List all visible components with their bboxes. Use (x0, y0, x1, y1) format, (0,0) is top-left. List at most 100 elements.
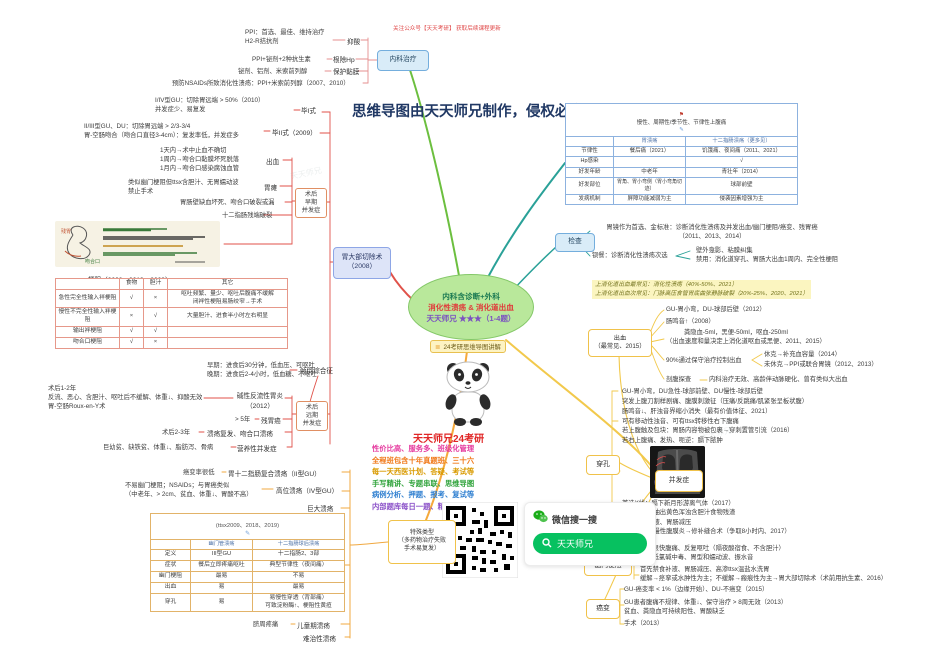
late-complications-box[interactable]: 术后 远期 并发症 (296, 401, 328, 431)
hp-eradication-detail: PPI+铋剂+2种抗生素 (252, 56, 311, 63)
node-cancerization[interactable]: 癌变 (586, 599, 620, 619)
course-tag: ≣ 24考研思维导图讲解 (430, 340, 506, 353)
compound-ulcer-label: 胃十二指肠复合溃疡（II型GU） (228, 471, 321, 478)
refractory-ulcer-label: 难治性溃疡 (303, 636, 336, 643)
compound-ulcer-text: 癌变率很低 (183, 469, 215, 476)
reflux-gastritis-label: 碱性反流性胃炎 （2012） (236, 393, 284, 410)
table-row: 食物 胆汁 其它 (55, 278, 288, 290)
table-row: 出血易最易 (150, 581, 346, 594)
panda-mascot (438, 360, 498, 433)
clinical-table-title: ⚑ 慢性、周期性/季节性、节律性上腹痛 ✎ (564, 103, 799, 137)
blood-volume-note: （出血速度和量决定上消化道呕血或黑便、2011、2015） (666, 338, 826, 345)
promo-line: 病例分析、押题、报考、复试等 (372, 490, 475, 499)
perforation-site-text: GU-胃小弯，DU急性-球部前壁、DU慢性-球部后壁 (622, 388, 763, 395)
laparotomy-label: 剖腹探查 (666, 376, 692, 383)
acid-suppression-detail: PPI：首选、最佳、维持治疗 H2-R拮抗剂 (245, 29, 325, 46)
duodenal-stump-text: 十二指肠残端破裂 (222, 212, 273, 219)
billroth1-text: I/IV型GU：切除胃远端 > 50%（2010） 并发症少、易复发 (155, 97, 265, 114)
svg-text:吻合口: 吻合口 (85, 258, 100, 265)
node-bleeding[interactable]: 出血 （最常见、2015） (588, 329, 652, 357)
official-account-banner: 关注公众号【天天考研】 获取后续课程更新 (393, 26, 501, 32)
menu-icon: ≣ (435, 343, 441, 351)
bowel-sound-text: 肠鸣音↑（2008） (666, 318, 715, 325)
bleeding-site-text: GU-胃小弯，DU-球部后壁（2012） (666, 306, 766, 313)
table-row: 幽门梗阻最易不易 (150, 571, 346, 583)
pyloric-treatment-text: 首先禁食补液、胃肠减压、高渗ttsx温盐水洗胃 缓解→痉挛或水肿性为主；不缓解→… (640, 566, 887, 583)
table-row: 胃溃疡 十二指肠溃疡（更多见） (565, 135, 799, 147)
gastroscopy-text: 胃镜作为首选、金标准：诊断消化性溃疡及并发出血/幽门梗阻/癌变、残胃癌 （201… (606, 224, 818, 241)
root-line2: 消化性溃疡 & 消化道出血 (428, 302, 514, 312)
noshock-treatment-text: 未休克→PPI或联合胃镜（2012、2013） (764, 361, 878, 368)
pencil-icon: ✎ (679, 127, 684, 134)
barium-contraindication-text: 禁用：消化道穿孔、胃肠大出血1周内、完全性梗阻 (696, 256, 839, 263)
promo-title: 天天师兄24考研 (413, 434, 485, 445)
handdrawn-sketch-image: 残胃 吻合口 (55, 221, 220, 267)
special-ulcer-table: (ttsx2009、2018、2019) ✎ 幽门管溃疡 十二指肠球后溃疡 定义… (149, 512, 346, 613)
clinical-presentation-table: ⚑ 慢性、周期性/季节性、节律性上腹痛 ✎ 胃溃疡 十二指肠溃疡（更多见） 节律… (564, 103, 799, 206)
pyloric-signs-text: 餐后很快腹痛、反复呕吐（隔夜酸宿食、不含胆汁） 低钾低氯碱中毒、胃型和蠕动波、振… (640, 545, 785, 562)
node-internal-treatment[interactable]: 内科治疗 (377, 50, 429, 71)
nsaid-prevention-text: 预防NSAIDs所致消化性溃疡：PPI+米索前列醇（2007、2010） (172, 80, 350, 87)
laparotomy-indication-text: 内科治疗无效、高龄伴动脉硬化、曾有类似大出血 (709, 376, 848, 383)
dumping-text: 早期：进食后30分钟，低血压、可呕吐 晚期：进食后2-4小时，低血糖、不呕吐 (207, 362, 317, 379)
childhood-ulcer-label: 儿童期溃疡 (297, 623, 330, 630)
gastroparesis-text: 类似幽门梗阻但ttsx含胆汁、无胃蠕动波 禁止手术 (128, 179, 239, 196)
reflux-gastritis-text: 术后1-2年 反流、恶心、含胆汁、呕吐后不缓解、体重↓、抑酸无效 胃-空肠Rou… (48, 385, 203, 411)
table-row: 穿孔易易慢性穿透（背部痛） 可致淀粉酶↑、梗阻性黄疸 (150, 592, 346, 613)
postop-bleeding-text: 1天内→术中止血不确切 1周内→吻合口黏膜坏死脱落 1月内→吻合口感染腐蚀血管 (160, 147, 240, 173)
mucosa-protect-detail: 铋剂、铝剂、米索前列醇 (238, 68, 308, 75)
root-topic[interactable]: 内科含诊断+外科 消化性溃疡 & 消化道出血 天天师兄 ★★★（1-4题） (408, 274, 534, 340)
promo-line: 全程班包含十年真题班、三十六 (372, 456, 475, 465)
table-row: 好发年龄中老年青壮年（2014） (565, 166, 799, 179)
pencil-icon: ✎ (245, 530, 250, 537)
root-line3: 天天师兄 ★★★（1-4题） (426, 313, 516, 323)
obstruction-table: 食物 胆汁 其它 急性完全性输入袢梗阻√×呕吐频繁、量少、呕吐后腹痛不缓解 闭袢… (55, 278, 288, 349)
blood-volume-text: 粪隐血-5ml，黑便-50ml，呕血-250ml (684, 329, 788, 336)
special-table-title: (ttsx2009、2018、2019) ✎ (149, 512, 346, 541)
billroth2-label: 毕II式（2009） (272, 130, 317, 137)
early-complications-box[interactable]: 术后 早期 并发症 (295, 188, 327, 218)
flag-icon: ⚑ (679, 112, 684, 119)
node-examination[interactable]: 检查 (555, 233, 595, 252)
wechat-search-pill[interactable]: 天天师兄 (533, 533, 647, 554)
root-line1: 内科含诊断+外科 (442, 291, 500, 301)
barium-text: 钡餐：诊断消化性溃疡次选 (592, 252, 668, 259)
promo-line: 内部题库每日一题、精选状态班 (372, 502, 475, 511)
cancer-signs-text: GU患者腹痛不规律、体重↓、保守治疗 > 8周无效（2013） 贫血、粪隐血可持… (624, 599, 788, 616)
perforation-signs-text: 突发上腹刀割样剧痛、腹膜刺激征（压痛/反跳痛/肌紧张呈板状腹） 肠鸣音↓、肝浊音… (622, 398, 809, 444)
postop-bleeding-label: 出血 (266, 159, 280, 166)
table-row: 急性完全性输入袢梗阻√×呕吐频繁、量少、呕吐后腹痛不缓解 闭袢性梗阻易肠绞窄→手… (55, 288, 288, 309)
promo-line: 每一天西医计划、答疑、考试等 (372, 467, 475, 476)
node-complications[interactable]: 并发症 (655, 470, 703, 492)
necrosis-text: 胃肠壁缺血坏死、吻合口破裂或漏 (180, 199, 275, 206)
wechat-search-query: 天天师兄 (557, 539, 594, 549)
mucosa-protect-label: 保护黏膜 (333, 69, 360, 76)
cancer-surgery-text: 手术（2013） (624, 620, 664, 627)
table-row: 吻合口梗阻√× (55, 336, 288, 349)
high-ulcer-label: 高位溃疡（IV型GU） (276, 488, 339, 495)
copyright-notice: 思维导图由天天师兄制作，侵权必究 (352, 104, 584, 120)
cancer-rate-text: GU-癌变率 < 1%（边缘开始）、DU-不癌变（2015） (624, 586, 769, 593)
table-row: 发病机制屏障功能减弱为主侵袭因素增强为主 (565, 193, 799, 206)
dumping-label: 倾倒综合征 (300, 368, 333, 375)
nutrition-text: 巨幼贫、缺铁贫、体重↓、脂肪泻、骨病 (103, 444, 214, 451)
svg-text:残胃: 残胃 (61, 228, 71, 235)
table-row: 慢性不完全性输入袢梗阻×√大量胆汁、进食半小时左右明显 (55, 307, 288, 328)
periumbilical-pain-text: 脐周疼痛 (253, 621, 279, 628)
wechat-search-card: 微信搜一搜 天天师兄 (524, 502, 656, 566)
stump-cancer-text: > 5年 (235, 416, 251, 423)
node-gastrectomy[interactable]: 胃大部切除术 （2008） (333, 247, 391, 279)
ulcer-recurrence-text: 术后2-3年 (162, 429, 190, 436)
ulcer-recurrence-label: 溃疡复发、吻合口溃疡 (207, 431, 273, 438)
nutrition-label: 营养性并发症 (237, 446, 277, 453)
wechat-icon (533, 510, 548, 528)
barium-sign-text: 壁外龛影、粘膜纠集 (696, 247, 753, 254)
node-perforation[interactable]: 穿孔 (586, 455, 620, 475)
acid-suppression-label: 抑酸 (347, 39, 361, 46)
billroth2-text: II/III型GU、DU：切除胃远端 > 2/3-3/4 胃-空肠吻合（吻合口直… (84, 123, 239, 140)
conservative-treatment-text: 90%通过保守治疗控制出血 (666, 357, 742, 364)
node-special-types[interactable]: 特殊类型 （多药物治疗失败 手术易复发） (388, 520, 456, 564)
table-row: 节律性餐后痛（2021）饥饿痛、夜间痛（2011、2021） (565, 145, 799, 158)
